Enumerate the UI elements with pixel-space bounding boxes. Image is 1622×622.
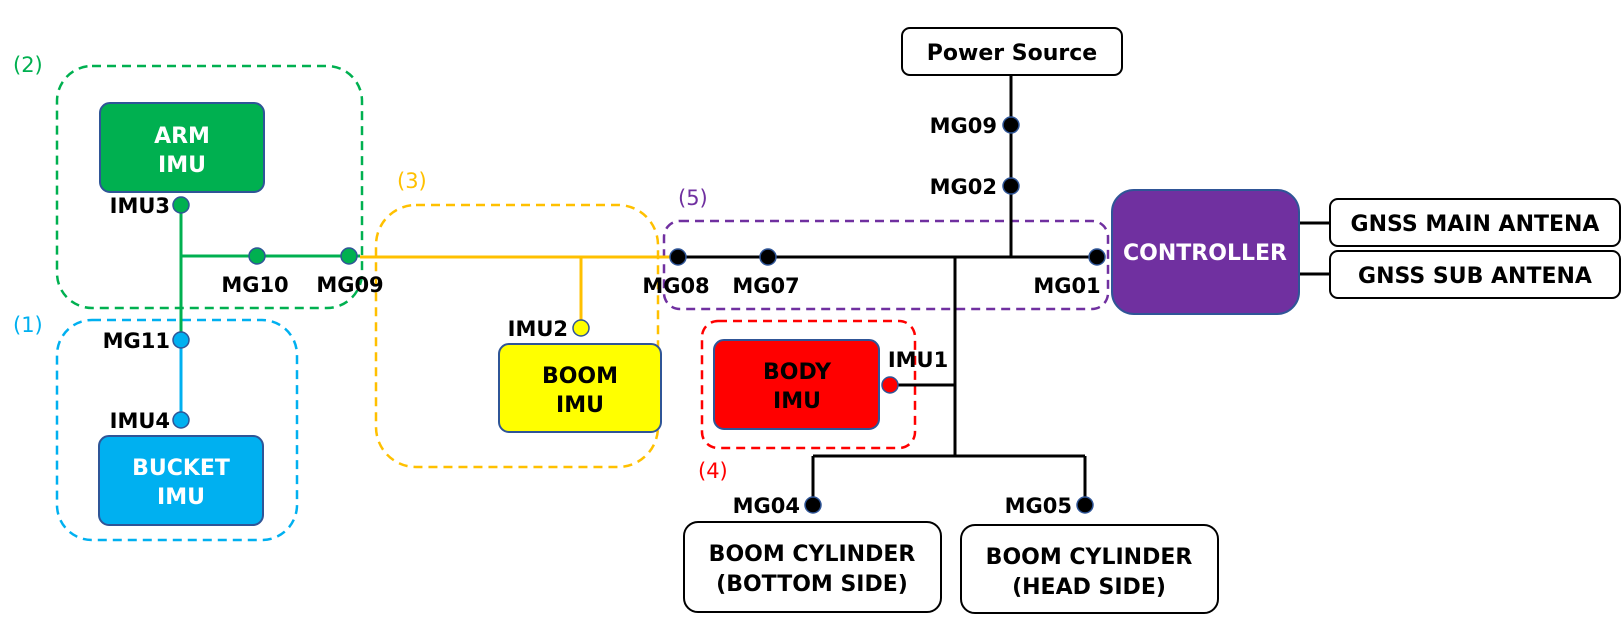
- group-label-2: (2): [13, 53, 43, 77]
- node-mg04: [804, 496, 822, 514]
- gnss-main-antenna-label: GNSS MAIN ANTENA: [1351, 212, 1600, 237]
- bucket-imu-line2: IMU: [157, 485, 205, 510]
- boom-imu-line1: BOOM: [542, 364, 618, 389]
- label-mg09-power: MG09: [930, 114, 997, 138]
- node-mg07: [759, 248, 777, 266]
- body-imu-line1: BODY: [763, 360, 832, 385]
- boom-imu-box: BOOM IMU: [498, 343, 662, 433]
- boom-cylinder-bottom-box: BOOM CYLINDER (BOTTOM SIDE): [683, 521, 942, 613]
- node-mg09-arm: [340, 247, 358, 265]
- label-mg02: MG02: [930, 175, 997, 199]
- label-mg10: MG10: [221, 273, 288, 297]
- label-mg09-arm: MG09: [316, 273, 383, 297]
- gnss-sub-antenna-box: GNSS SUB ANTENA: [1329, 250, 1621, 299]
- arm-imu-box: ARM IMU: [99, 102, 265, 193]
- node-mg01: [1088, 248, 1106, 266]
- controller-box: CONTROLLER: [1111, 189, 1300, 315]
- bucket-imu-line1: BUCKET: [132, 456, 230, 481]
- label-mg05: MG05: [1005, 494, 1072, 518]
- node-mg11: [172, 331, 190, 349]
- boom-cylinder-head-line1: BOOM CYLINDER: [986, 545, 1193, 570]
- boom-cylinder-head-box: BOOM CYLINDER (HEAD SIDE): [960, 524, 1219, 614]
- group-boundary-2: [55, 64, 364, 310]
- node-mg09-power: [1002, 116, 1020, 134]
- gnss-sub-antenna-label: GNSS SUB ANTENA: [1358, 264, 1592, 289]
- node-mg05: [1076, 496, 1094, 514]
- node-imu3: [172, 196, 190, 214]
- power-source-label: Power Source: [927, 41, 1097, 66]
- label-imu4: IMU4: [110, 409, 170, 433]
- group-label-3: (3): [397, 169, 427, 193]
- group-boundary-1: [55, 318, 299, 542]
- controller-label: CONTROLLER: [1123, 241, 1287, 266]
- boom-cylinder-head-line2: (HEAD SIDE): [1012, 575, 1166, 600]
- boom-cylinder-bottom-line2: (BOTTOM SIDE): [716, 572, 908, 597]
- label-mg08: MG08: [642, 274, 709, 298]
- node-mg02: [1002, 177, 1020, 195]
- label-mg01: MG01: [1033, 274, 1100, 298]
- label-mg11: MG11: [103, 329, 170, 353]
- node-imu4: [172, 411, 190, 429]
- power-source-box: Power Source: [901, 27, 1123, 76]
- group-boundary-5: [662, 219, 1110, 311]
- label-mg04: MG04: [733, 494, 800, 518]
- boom-cylinder-bottom-line1: BOOM CYLINDER: [709, 542, 916, 567]
- node-imu1: [881, 376, 899, 394]
- group-label-4: (4): [698, 459, 728, 483]
- label-imu1: IMU1: [888, 348, 948, 372]
- node-imu2: [572, 319, 590, 337]
- group-boundary-4: [700, 319, 917, 450]
- arm-imu-line2: IMU: [158, 153, 206, 178]
- node-mg10: [248, 247, 266, 265]
- label-mg07: MG07: [732, 274, 799, 298]
- body-imu-line2: IMU: [773, 389, 821, 414]
- group-label-1: (1): [13, 313, 43, 337]
- body-imu-box: BODY IMU: [713, 339, 880, 430]
- label-imu3: IMU3: [110, 194, 170, 218]
- arm-imu-line1: ARM: [154, 124, 210, 149]
- bucket-imu-box: BUCKET IMU: [98, 435, 264, 526]
- label-imu2: IMU2: [508, 317, 568, 341]
- gnss-main-antenna-box: GNSS MAIN ANTENA: [1329, 198, 1621, 247]
- node-mg08: [669, 248, 687, 266]
- group-label-5: (5): [678, 186, 708, 210]
- boom-imu-line2: IMU: [556, 393, 604, 418]
